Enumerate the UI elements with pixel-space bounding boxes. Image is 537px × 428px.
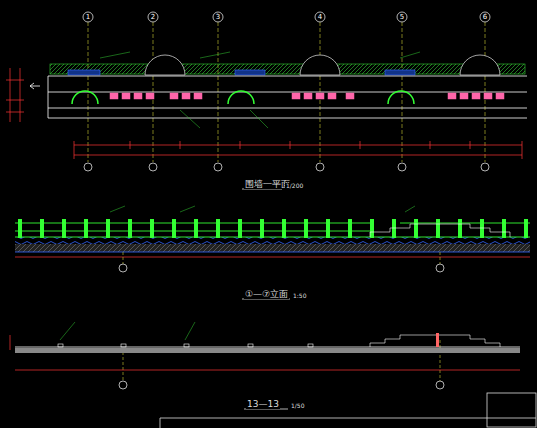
wall-post xyxy=(62,219,66,238)
view-title: 围墙一平面 xyxy=(244,180,291,189)
wall-post xyxy=(524,219,528,238)
wall-post xyxy=(304,219,308,238)
wall-post xyxy=(172,219,176,238)
wall-post xyxy=(194,219,198,238)
scale-text: 1/50 xyxy=(290,403,305,409)
wall-post xyxy=(128,219,132,238)
wall-post xyxy=(370,219,374,238)
wall-post xyxy=(480,219,484,238)
wall-post xyxy=(216,219,220,238)
wall-post xyxy=(502,219,506,238)
wall-post xyxy=(150,219,154,238)
grid-number: 1 xyxy=(86,14,90,21)
wall-post xyxy=(348,219,352,238)
wall-post xyxy=(414,219,418,238)
wall-post xyxy=(260,219,264,238)
wall-post xyxy=(392,219,396,238)
view-title: 13—13 xyxy=(246,400,280,409)
wall-post xyxy=(458,219,462,238)
grid-number: 2 xyxy=(151,14,155,21)
grid-number: 4 xyxy=(318,14,322,21)
wall-post xyxy=(326,219,330,238)
grid-number: 6 xyxy=(483,14,487,21)
wall-post xyxy=(40,219,44,238)
view-title: ①—⑦立面 xyxy=(244,290,289,299)
scale-text: 1/200 xyxy=(285,183,304,189)
wall-post xyxy=(106,219,110,238)
wall-post xyxy=(282,219,286,238)
wall-post xyxy=(18,219,22,238)
grid-number: 3 xyxy=(216,14,220,21)
scale-text: 1:50 xyxy=(292,293,307,299)
wall-post xyxy=(84,219,88,238)
grid-number: 5 xyxy=(400,14,404,21)
wall-post xyxy=(436,219,440,238)
wall-post xyxy=(238,219,242,238)
